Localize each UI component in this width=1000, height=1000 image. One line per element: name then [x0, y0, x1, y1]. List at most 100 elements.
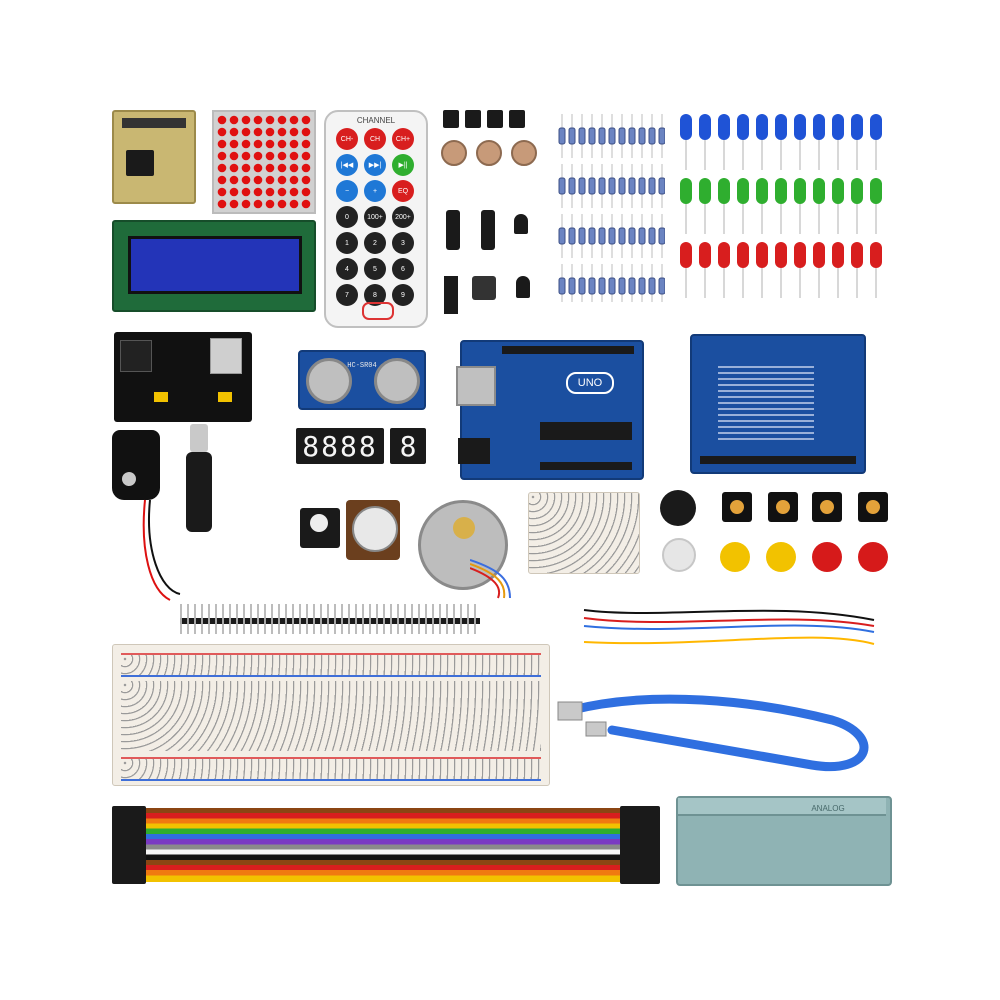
component-box-lid	[678, 798, 886, 816]
matrix-led	[217, 199, 227, 209]
dc-jack	[120, 340, 152, 372]
matrix-led	[229, 127, 239, 137]
resistor	[578, 227, 586, 245]
capacitor	[446, 210, 460, 250]
matrix-led	[241, 163, 251, 173]
led-set	[676, 110, 890, 302]
resistor	[588, 277, 596, 295]
matrix-led	[265, 187, 275, 197]
seven-segment-1digit: 8	[390, 428, 426, 464]
remote-key: 6	[392, 258, 414, 280]
led	[756, 242, 768, 268]
matrix-led	[265, 127, 275, 137]
resistor	[648, 177, 656, 195]
led	[775, 242, 787, 268]
resistor	[568, 127, 576, 145]
led	[851, 114, 863, 140]
led	[870, 178, 882, 204]
resistor	[638, 127, 646, 145]
matrix-led	[277, 151, 287, 161]
remote-key: 200+	[392, 206, 414, 228]
resistor	[638, 177, 646, 195]
remote-key: CH	[364, 128, 386, 150]
led	[718, 178, 730, 204]
push-button	[722, 492, 752, 522]
led	[832, 114, 844, 140]
resistors	[558, 114, 666, 308]
matrix-led	[289, 175, 299, 185]
dc-barrel-jack	[458, 438, 490, 464]
resistor	[578, 277, 586, 295]
matrix-led	[229, 115, 239, 125]
matrix-led	[289, 151, 299, 161]
matrix-led	[253, 151, 263, 161]
matrix-led	[301, 199, 311, 209]
matrix-led	[301, 151, 311, 161]
led	[813, 242, 825, 268]
ultrasonic-eye-left	[306, 358, 352, 404]
jumper-yellow	[218, 392, 232, 402]
push-button-cap	[820, 500, 834, 514]
matrix-led	[265, 199, 275, 209]
battery-wires	[142, 499, 181, 601]
component-box-label: ANALOG	[811, 804, 845, 813]
matrix-led	[241, 115, 251, 125]
mini-breadboard	[528, 492, 640, 574]
remote-key: +	[364, 180, 386, 202]
uno-label: UNO	[566, 372, 614, 394]
pin-header-strip	[180, 604, 480, 634]
matrix-led	[253, 163, 263, 173]
arduino-uno-board: UNO	[456, 340, 644, 480]
resistor	[588, 127, 596, 145]
led	[680, 178, 692, 204]
matrix-led	[241, 127, 251, 137]
matrix-led	[229, 187, 239, 197]
led	[699, 114, 711, 140]
usb-port	[210, 338, 242, 374]
buzzer	[660, 490, 696, 526]
matrix-led	[265, 175, 275, 185]
potentiometer	[346, 500, 400, 560]
analog-header	[540, 462, 632, 470]
matrix-led	[217, 151, 227, 161]
resistor	[578, 177, 586, 195]
resistor	[588, 177, 596, 195]
remote-key: |◀◀	[336, 154, 358, 176]
remote-key: 0	[336, 206, 358, 228]
matrix-led	[253, 115, 263, 125]
seven-segment-4digit: 8888	[296, 428, 384, 464]
resistor	[588, 227, 596, 245]
resistor	[618, 227, 626, 245]
resistor	[628, 277, 636, 295]
resistor	[598, 227, 606, 245]
matrix-led	[277, 187, 287, 197]
photoresistor	[441, 140, 467, 166]
matrix-led	[301, 127, 311, 137]
capacitor	[481, 210, 495, 250]
prototype-shield	[690, 334, 866, 474]
segment-digits: 8888	[302, 430, 378, 463]
resistor	[598, 277, 606, 295]
ic-chip	[126, 150, 154, 176]
matrix-led	[289, 115, 299, 125]
jumper-wire-bundle	[583, 609, 875, 645]
matrix-led	[277, 139, 287, 149]
remote-key: 1	[336, 232, 358, 254]
push-button-cap	[776, 500, 790, 514]
remote-key: EQ	[392, 180, 414, 202]
tilt-switch	[509, 110, 525, 128]
led	[870, 242, 882, 268]
battery-clip	[112, 430, 160, 500]
resistor	[558, 227, 566, 245]
matrix-led	[229, 175, 239, 185]
matrix-led	[217, 127, 227, 137]
push-button	[812, 492, 842, 522]
led	[680, 114, 692, 140]
matrix-led	[277, 115, 287, 125]
resistor	[608, 227, 616, 245]
matrix-led	[289, 139, 299, 149]
dc-plug	[184, 424, 214, 532]
led-matrix	[212, 110, 316, 214]
ir-receiver-head	[472, 276, 496, 300]
resistor	[648, 277, 656, 295]
